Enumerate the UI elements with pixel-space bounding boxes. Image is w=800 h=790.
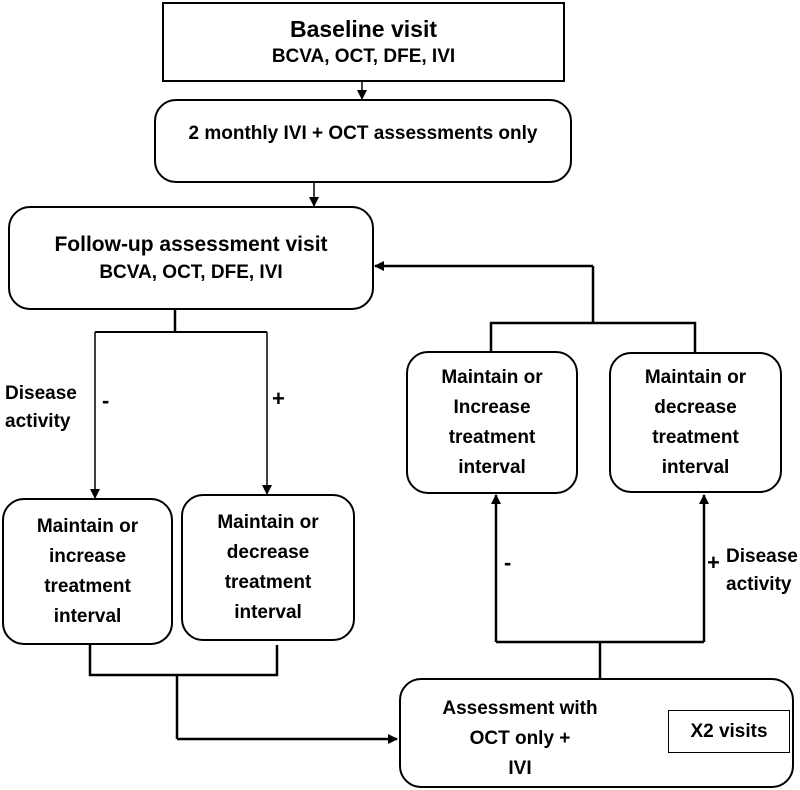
followup-subtitle: BCVA, OCT, DFE, IVI <box>99 262 283 283</box>
line: treatment <box>448 426 536 448</box>
line: interval <box>234 601 302 623</box>
assessment-text: Assessment with OCT only + IVI <box>420 694 620 784</box>
visits-box: X2 visits <box>668 710 790 753</box>
line: Maintain or <box>217 511 319 533</box>
line: Disease <box>726 546 798 567</box>
right-disease-activity-label: Disease activity <box>726 543 798 599</box>
right-plus-box: Maintain or decrease treatment interval <box>609 352 782 493</box>
line: OCT only + <box>469 728 571 749</box>
right-minus-box: Maintain or Increase treatment interval <box>406 351 578 494</box>
line: increase <box>48 545 127 567</box>
right-minus-sign: - <box>504 550 512 575</box>
line: Maintain or <box>644 366 747 388</box>
line: activity <box>726 574 792 595</box>
baseline-subtitle: BCVA, OCT, DFE, IVI <box>271 46 456 67</box>
line: activity <box>5 411 71 432</box>
line: treatment <box>652 426 739 448</box>
line: Maintain or <box>36 515 139 537</box>
line: interval <box>661 456 730 478</box>
line: Assessment with <box>442 698 598 719</box>
line: interval <box>458 456 526 478</box>
line: treatment <box>224 571 312 593</box>
baseline-title: Baseline visit <box>289 16 438 42</box>
right-boxes-join <box>489 321 697 352</box>
line: Disease <box>5 383 77 404</box>
line: interval <box>53 605 122 627</box>
left-minus-sign: - <box>102 388 110 413</box>
visits-text: X2 visits <box>690 720 768 742</box>
line: decrease <box>654 396 737 418</box>
followup-title: Follow-up assessment visit <box>54 233 328 256</box>
line: IVI <box>508 758 532 779</box>
left-plus-box: Maintain or decrease treatment interval <box>181 494 355 641</box>
left-boxes-join <box>88 645 279 677</box>
followup-box: Follow-up assessment visit BCVA, OCT, DF… <box>8 206 374 310</box>
monthly-box: 2 monthly IVI + OCT assessments only <box>154 99 572 183</box>
baseline-visit-box: Baseline visit BCVA, OCT, DFE, IVI <box>162 2 565 82</box>
left-minus-box: Maintain or increase treatment interval <box>2 498 173 645</box>
monthly-text: 2 monthly IVI + OCT assessments only <box>188 123 538 144</box>
line: decrease <box>226 541 310 563</box>
left-disease-activity-label: Disease activity <box>5 380 77 436</box>
left-plus-sign: + <box>272 386 285 411</box>
line: Maintain or <box>441 366 543 388</box>
line: treatment <box>44 575 131 597</box>
line: Increase <box>453 396 531 418</box>
right-plus-sign: + <box>707 550 720 575</box>
